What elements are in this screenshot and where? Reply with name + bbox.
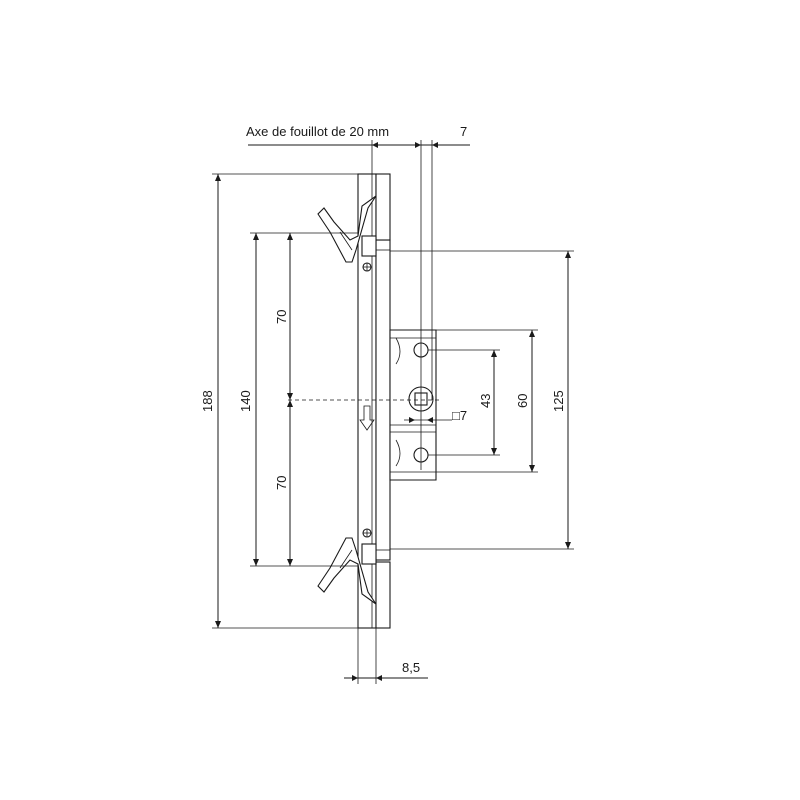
bottom-end-block <box>375 561 391 629</box>
bottom-hook <box>317 537 377 605</box>
dim-8-5-label: 8,5 <box>402 660 420 675</box>
dim-60-label: 60 <box>515 394 530 408</box>
dim-7-label: 7 <box>460 124 467 139</box>
dimension-square: □7 <box>404 408 467 423</box>
dimension-188: 188 <box>200 173 358 629</box>
dim-43-label: 43 <box>478 394 493 408</box>
dimension-70: 70 70 <box>274 233 293 566</box>
top-end-block <box>375 173 391 241</box>
dimension-43: 43 <box>428 349 500 456</box>
dimension-125: 125 <box>390 250 574 550</box>
bottom-hook-pivot <box>361 543 377 565</box>
down-arrow-icon <box>359 405 375 431</box>
dimension-8-5: 8,5 <box>344 628 428 684</box>
top-hook <box>317 195 377 263</box>
dim-square-label: □7 <box>452 408 467 423</box>
dimension-60: 60 <box>436 329 538 473</box>
axis-label: Axe de fouillot de 20 mm <box>246 124 389 139</box>
lock-body <box>317 173 437 629</box>
dimension-140: 140 <box>238 232 358 567</box>
dim-70-top-label: 70 <box>274 310 289 324</box>
dim-140-label: 140 <box>238 390 253 412</box>
top-hook-pivot <box>361 235 377 257</box>
dim-188-label: 188 <box>200 390 215 412</box>
dim-125-label: 125 <box>551 390 566 412</box>
dimension-axis: Axe de fouillot de 20 mm 7 <box>246 124 470 148</box>
axis-lines <box>288 140 440 470</box>
dim-70-bottom-label: 70 <box>274 476 289 490</box>
